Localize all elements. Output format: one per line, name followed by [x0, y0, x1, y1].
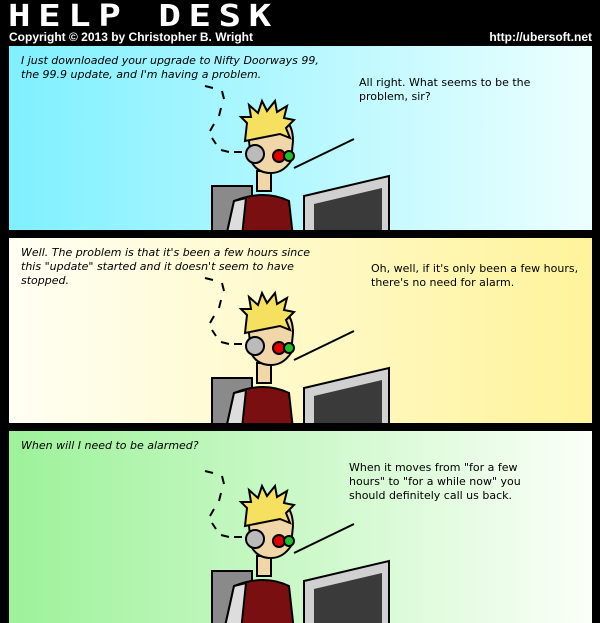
- help-desk-agent-illustration: [204, 470, 390, 623]
- caller-speech: I just downloaded your upgrade to Nifty …: [21, 54, 319, 81]
- copyright: Copyright © 2013 by Christopher B. Wrigh…: [9, 30, 253, 44]
- help-desk-agent-illustration: [204, 85, 390, 230]
- panel-2: Well. The problem is that it's been a fe…: [9, 238, 592, 423]
- caller-speech: Well. The problem is that it's been a fe…: [21, 246, 311, 287]
- comic-title: HELP DESK: [8, 0, 279, 34]
- help-desk-agent-illustration: [204, 277, 390, 423]
- site-url[interactable]: http://ubersoft.net: [489, 30, 592, 44]
- panel-3: When will I need to be alarmed? When it …: [9, 431, 592, 623]
- panel-1: I just downloaded your upgrade to Nifty …: [9, 46, 592, 230]
- agent-speech: Oh, well, if it's only been a few hours,…: [371, 262, 579, 289]
- agent-speech: When it moves from "for a few hours" to …: [349, 461, 521, 502]
- caller-speech: When will I need to be alarmed?: [21, 439, 199, 452]
- agent-speech: All right. What seems to be the problem,…: [359, 76, 531, 103]
